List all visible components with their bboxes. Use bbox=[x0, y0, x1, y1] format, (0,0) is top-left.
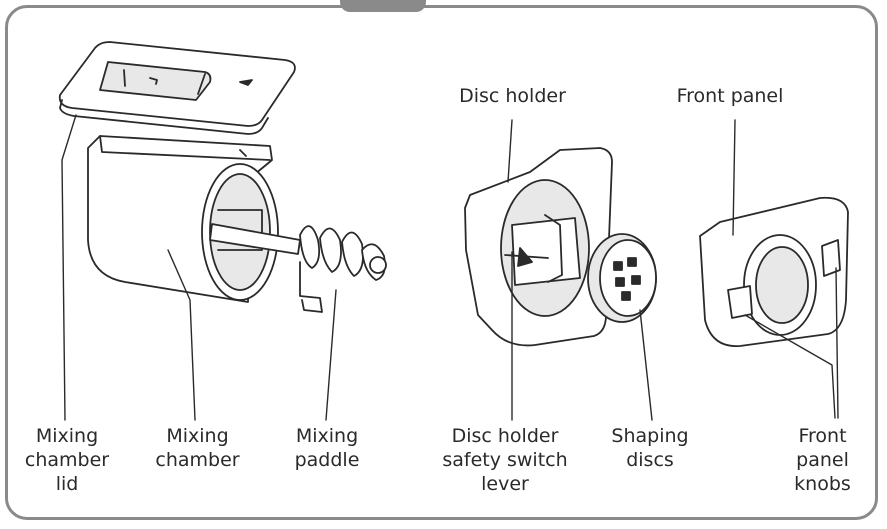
label-disc-holder-safety-switch-lever: Disc holder safety switch lever bbox=[442, 425, 568, 495]
leader-lines bbox=[61, 114, 839, 421]
shaping-disc-drawing bbox=[587, 233, 657, 323]
mixing-chamber-drawing bbox=[87, 135, 279, 303]
mixing-chamber-lid-drawing bbox=[58, 41, 296, 135]
front-panel-drawing bbox=[699, 196, 849, 347]
label-disc-holder: Disc holder bbox=[459, 85, 566, 107]
label-mixing-chamber: Mixing chamber bbox=[155, 425, 240, 471]
label-shaping-discs: Shaping discs bbox=[611, 425, 689, 471]
label-mixing-chamber-lid: Mixing chamber lid bbox=[24, 425, 110, 495]
mixing-paddle-drawing bbox=[209, 223, 387, 313]
label-front-panel: Front panel bbox=[676, 85, 784, 107]
label-front-panel-knobs: Front panel knobs bbox=[794, 425, 851, 495]
header-tab bbox=[340, 0, 426, 12]
disc-holder-drawing bbox=[464, 147, 613, 347]
label-mixing-paddle: Mixing paddle bbox=[294, 425, 360, 471]
